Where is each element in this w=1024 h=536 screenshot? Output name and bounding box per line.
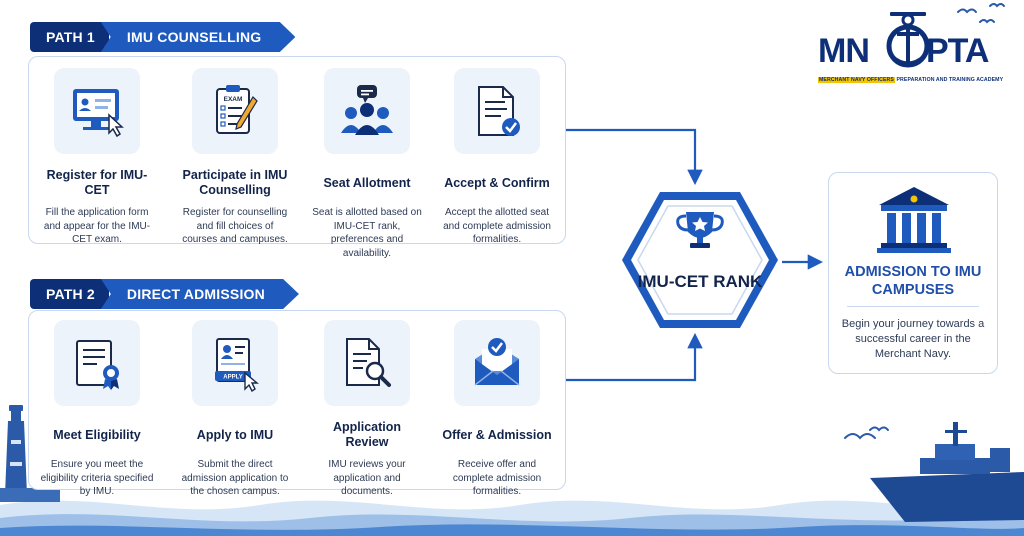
exam-clipboard-icon: EXAM <box>216 85 258 134</box>
ocean-waves <box>0 500 1024 536</box>
mnopta-logo: MN PTA MERCHANT NAVY OFFICERS PREPARATIO… <box>818 10 1008 90</box>
path2-step-4-desc: Receive offer and complete admission for… <box>452 459 542 497</box>
logo-subtitle-rest: PREPARATION AND TRAINING ACADEMY <box>894 77 1004 83</box>
flow-connectors <box>566 128 824 382</box>
path2-banner: PATH 2 DIRECT ADMISSION <box>30 279 299 309</box>
path1-banner: PATH 1 IMU COUNSELLING <box>30 22 296 52</box>
path2-step-1-title: Meet Eligibility <box>53 427 141 442</box>
path1-step-2-title: Participate in IMU Counselling <box>182 168 288 197</box>
apply-form-icon: APPLY <box>215 338 259 393</box>
apply-label: APPLY <box>223 375 242 381</box>
path1-step-2-icon-box: EXAM <box>192 68 278 154</box>
path1-step-3-desc: Seat is allotted based on IMU-CET rank, … <box>312 207 422 259</box>
path1-step-3-title: Seat Allotment <box>323 175 411 190</box>
path2-step-4: Offer & Admission Receive offer and comp… <box>440 320 554 499</box>
rank-hexagon <box>622 192 778 328</box>
path2-title: DIRECT ADMISSION <box>100 279 299 309</box>
path1-step-1-desc: Fill the application form and appear for… <box>43 207 151 245</box>
path1-step-4-title: Accept & Confirm <box>444 175 550 190</box>
document-check-icon <box>478 86 520 136</box>
logo-subtitle-highlight: MERCHANT NAVY OFFICERS <box>818 77 895 83</box>
path1-step-2: EXAM Participate in IMU Counselling Regi… <box>178 68 292 247</box>
path2-step-1: Meet Eligibility Ensure you meet the eli… <box>40 320 154 499</box>
birds-icon <box>844 3 1005 440</box>
rank-label: IMU-CET RANK <box>637 272 763 291</box>
group-chat-icon <box>341 85 393 135</box>
path2-step-1-desc: Ensure you meet the eligibility criteria… <box>40 459 154 497</box>
path1-step-1-title: Register for IMU-CET <box>46 168 148 197</box>
path2-step-2-desc: Submit the direct admission application … <box>181 459 289 497</box>
path2-step-4-title: Offer & Admission <box>442 427 552 442</box>
path1-tag: PATH 1 <box>30 22 109 52</box>
path1-step-2-desc: Register for counselling and fill choice… <box>182 207 288 245</box>
path1-step-3-icon-box <box>324 68 410 154</box>
destination-desc: Begin your journey towards a successful … <box>841 318 985 360</box>
path2-step-4-icon-box <box>454 320 540 406</box>
path1-step-1: Register for IMU-CET Fill the applicatio… <box>40 68 154 247</box>
path2-step-3-title: Application Review <box>332 420 402 449</box>
logo-subtitle: MERCHANT NAVY OFFICERS PREPARATION AND T… <box>818 77 1008 83</box>
path2-step-2-title: Apply to IMU <box>196 427 274 442</box>
path2-step-2-icon-box: APPLY <box>192 320 278 406</box>
path1-step-3: Seat Allotment Seat is allotted based on… <box>310 68 424 260</box>
path2-step-1-icon-box <box>54 320 140 406</box>
document-search-icon <box>346 338 391 387</box>
path1-step-4-desc: Accept the allotted seat and complete ad… <box>443 207 551 245</box>
anchor-logo-icon <box>886 12 930 68</box>
path2-step-3-desc: IMU reviews your application and documen… <box>328 459 406 497</box>
logo-text-right: PTA <box>926 32 989 70</box>
campus-building-icon <box>877 187 951 253</box>
path1-step-4-icon-box <box>454 68 540 154</box>
trophy-icon <box>676 212 724 248</box>
path2-step-2: APPLY Apply to IMU Submit the direct adm… <box>178 320 292 499</box>
logo-text-left: MN <box>818 32 870 70</box>
path1-title: IMU COUNSELLING <box>100 22 296 52</box>
destination-card: ADMISSION TO IMU CAMPUSES Begin your jou… <box>828 172 998 374</box>
ship-icon <box>870 422 1024 522</box>
path2-step-3-icon-box <box>324 320 410 406</box>
envelope-check-icon <box>474 338 520 386</box>
certificate-icon <box>76 340 119 390</box>
destination-title: ADMISSION TO IMU CAMPUSES <box>844 264 982 298</box>
computer-register-icon <box>73 89 124 138</box>
path1-step-1-icon-box <box>54 68 140 154</box>
path2-step-3: Application Review IMU reviews your appl… <box>310 320 424 499</box>
path1-step-4: Accept & Confirm Accept the allotted sea… <box>440 68 554 247</box>
destination-divider <box>847 306 979 307</box>
exam-label: EXAM <box>224 96 243 103</box>
path2-tag: PATH 2 <box>30 279 109 309</box>
